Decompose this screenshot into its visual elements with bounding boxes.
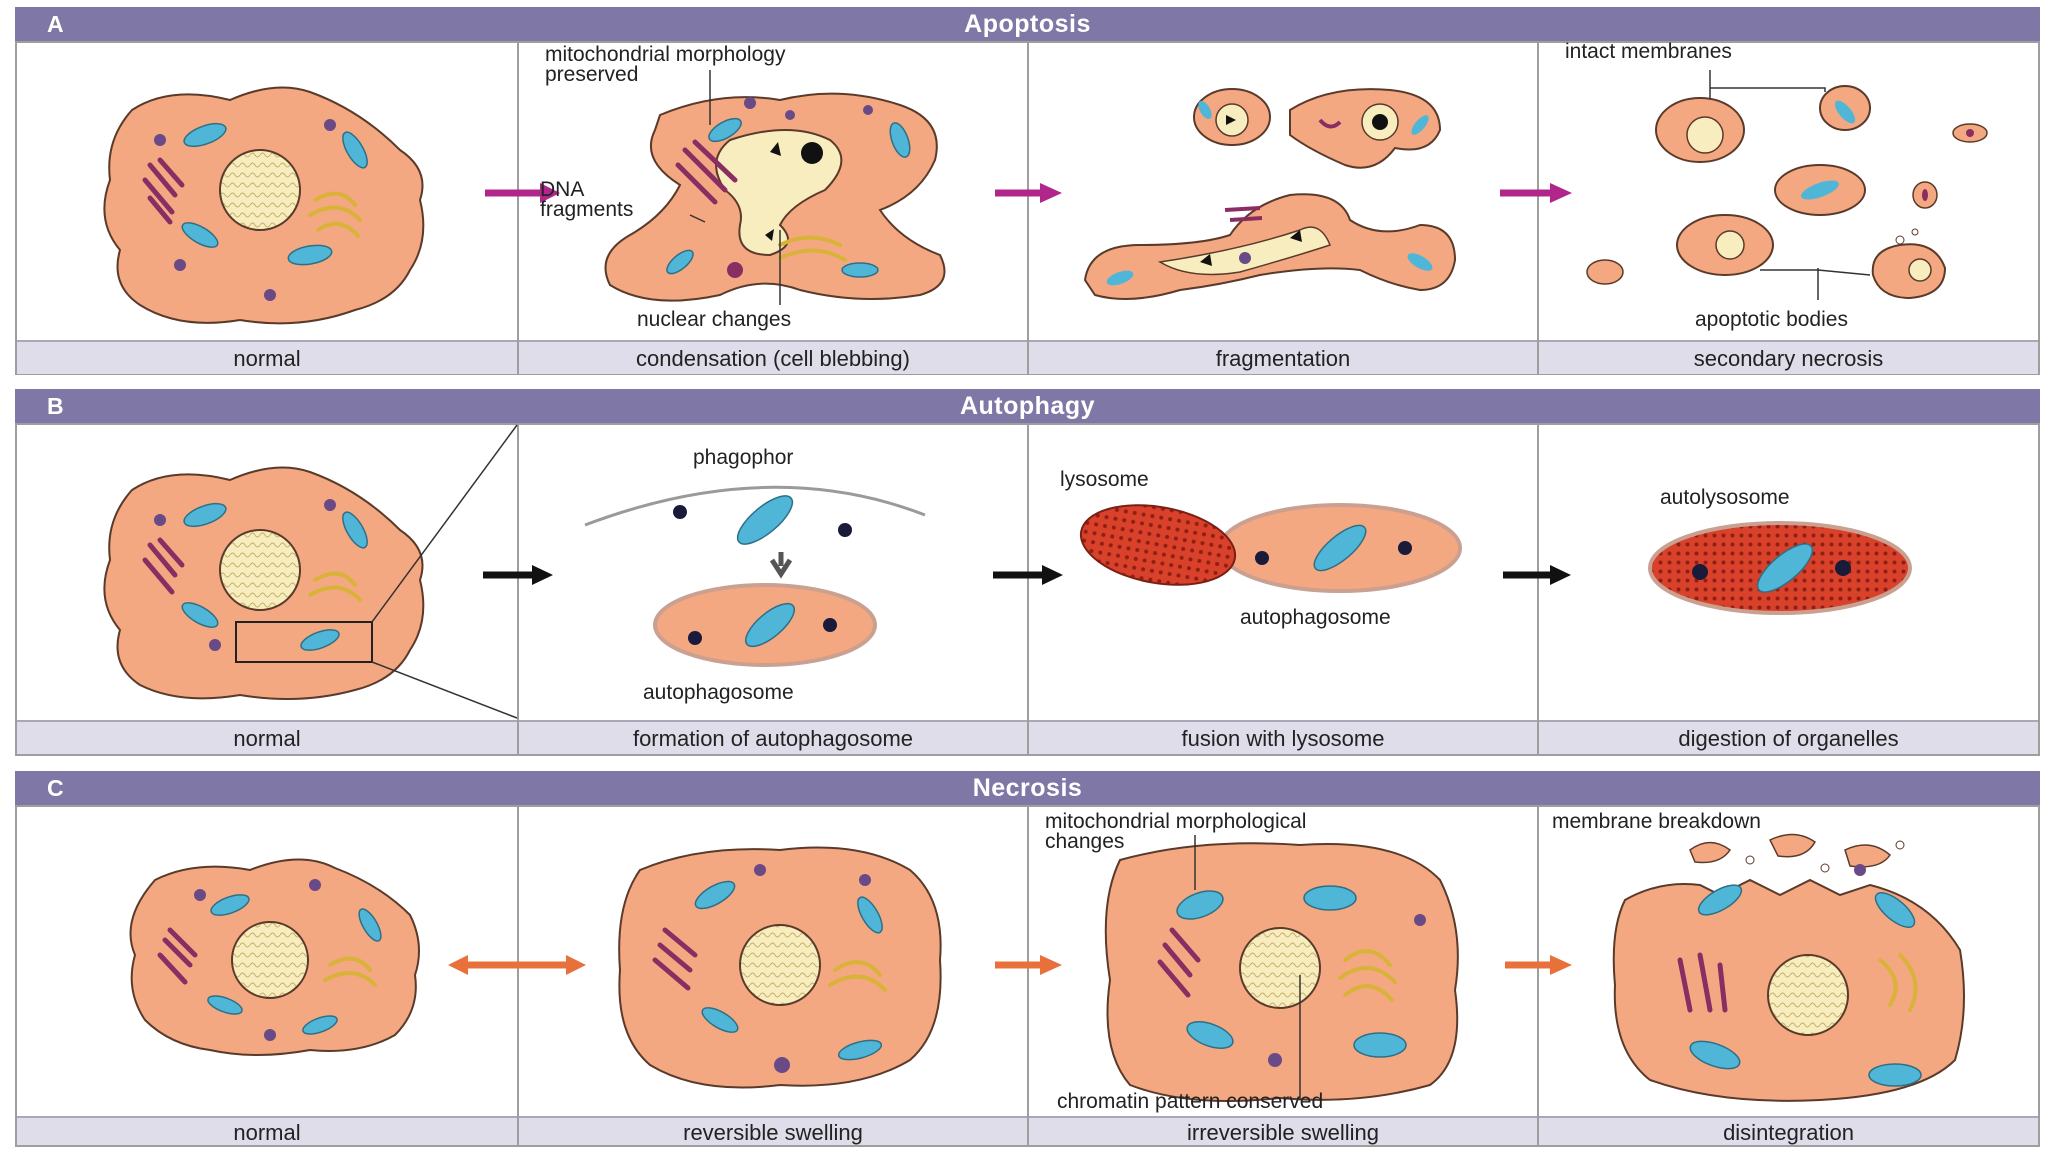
irreversible-swelling-cell [1104, 835, 1459, 1103]
caption: formation of autophagosome [519, 720, 1027, 754]
divider [1027, 805, 1029, 1147]
section-letter: C [47, 775, 64, 801]
label-phagophor: phagophor [693, 446, 794, 469]
section-b-header: B Autophagy [15, 389, 2040, 423]
section-title: Autophagy [959, 392, 1096, 420]
label-autolysosome: autolysosome [1660, 486, 1790, 509]
divider [517, 805, 519, 1147]
section-title: Apoptosis [964, 10, 1091, 38]
arrow-a-3 [1500, 183, 1572, 203]
caption: reversible swelling [519, 1116, 1027, 1145]
section-c-header: C Necrosis [15, 771, 2040, 805]
normal-cell-c [129, 858, 420, 1056]
label-membrane-breakdown: membrane breakdown [1552, 810, 1761, 833]
arrow-b-2 [993, 565, 1063, 585]
caption: condensation (cell blebbing) [519, 340, 1027, 374]
label-autophagosome: autophagosome [1240, 606, 1391, 629]
arrow-c-1 [448, 955, 586, 975]
arrow-a-2 [995, 183, 1062, 203]
divider [1027, 423, 1029, 756]
section-letter: A [47, 11, 64, 37]
reversible-swelling-cell [618, 846, 942, 1089]
arrow-b-3 [1503, 565, 1571, 585]
caption: secondary necrosis [1539, 340, 2038, 374]
caption: normal [17, 720, 517, 754]
fragmenting-cell [1083, 88, 1457, 300]
caption: irreversible swelling [1029, 1116, 1537, 1145]
divider [1537, 423, 1539, 756]
condensing-cell [604, 70, 946, 305]
label-mito-preserved: mitochondrial morphology preserved [545, 43, 786, 86]
label-nuclear-changes: nuclear changes [637, 308, 792, 331]
label-lysosome: lysosome [1060, 468, 1149, 491]
section-letter: B [47, 393, 64, 419]
arrow-b-1 [483, 565, 553, 585]
normal-cell-b [103, 424, 518, 719]
divider [517, 41, 519, 375]
lysosome-fusion [1079, 503, 1462, 593]
divider [1027, 41, 1029, 375]
disintegrating-cell [1612, 833, 1965, 1102]
section-a-header: A Apoptosis [15, 7, 2040, 41]
caption: fusion with lysosome [1029, 720, 1537, 754]
apoptotic-bodies [1586, 70, 1988, 300]
arrow-a-1 [485, 183, 560, 203]
caption: disintegration [1539, 1116, 2038, 1145]
label-apoptotic-bodies: apoptotic bodies [1695, 308, 1848, 331]
arrow-c-3 [1505, 955, 1572, 975]
caption: digestion of organelles [1539, 720, 2038, 754]
section-title: Necrosis [972, 774, 1083, 802]
normal-cell-a [103, 86, 425, 325]
label-autophagosome: autophagosome [643, 681, 794, 704]
caption: normal [17, 340, 517, 374]
divider [1537, 41, 1539, 375]
label-dna-fragments: DNA fragments [540, 178, 634, 221]
caption: fragmentation [1029, 340, 1537, 374]
divider [1537, 805, 1539, 1147]
label-intact-membranes: intact membranes [1565, 40, 1732, 63]
divider [517, 423, 519, 756]
autolysosome [1648, 521, 1912, 615]
caption: normal [17, 1116, 517, 1145]
label-chromatin-conserved: chromatin pattern conserved [1057, 1090, 1324, 1113]
arrow-c-2 [995, 955, 1062, 975]
autophagosome-formation [584, 485, 926, 667]
label-mito-changes: mitochondrial morphological changes [1045, 810, 1307, 853]
